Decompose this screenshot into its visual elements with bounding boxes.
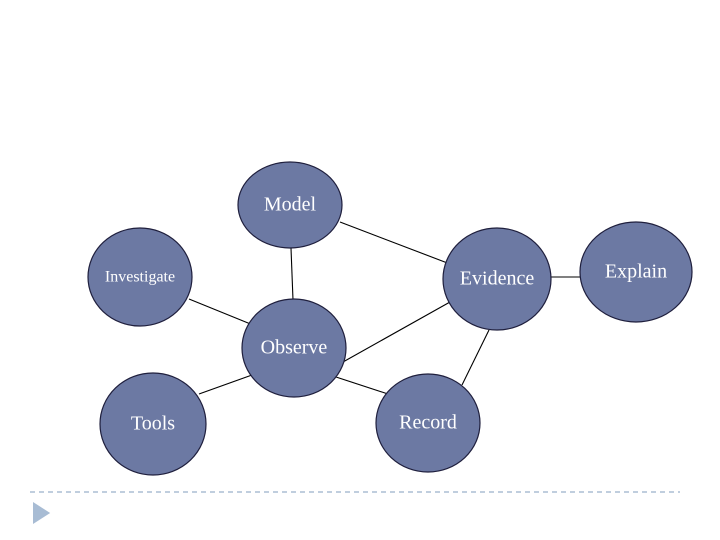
node-explain[interactable]: Explain [579,221,693,323]
node-record[interactable]: Record [375,373,481,473]
node-circle-investigate [87,227,193,327]
play-triangle-icon[interactable] [33,502,51,524]
node-observe[interactable]: Observe [241,298,347,398]
node-circle-observe [241,298,347,398]
node-circle-record [375,373,481,473]
edge-model-to-observe [290,247,294,301]
node-circle-model [237,161,343,249]
edge-observe-to-evidence [342,301,451,363]
edge-observe-to-record [335,376,389,395]
node-circle-explain [579,221,693,323]
edges-layer [188,221,580,395]
node-tools[interactable]: Tools [99,372,207,476]
node-evidence[interactable]: Evidence [442,227,552,331]
node-label-investigate: Investigate [105,269,175,286]
node-model[interactable]: Model [237,161,343,249]
node-label-observe: Observe [261,337,328,359]
node-label-model: Model [264,194,317,216]
edge-model-to-evidence [339,221,451,265]
edge-investigate-to-observe [188,298,254,326]
node-label-record: Record [399,412,457,434]
node-label-tools: Tools [131,413,175,435]
node-circle-evidence [442,227,552,331]
node-investigate[interactable]: Investigate [87,227,193,327]
edge-record-to-evidence [461,329,490,386]
edge-observe-to-tools [198,374,253,395]
node-label-evidence: Evidence [460,268,535,290]
node-circle-tools [99,372,207,476]
node-label-explain: Explain [605,261,667,283]
